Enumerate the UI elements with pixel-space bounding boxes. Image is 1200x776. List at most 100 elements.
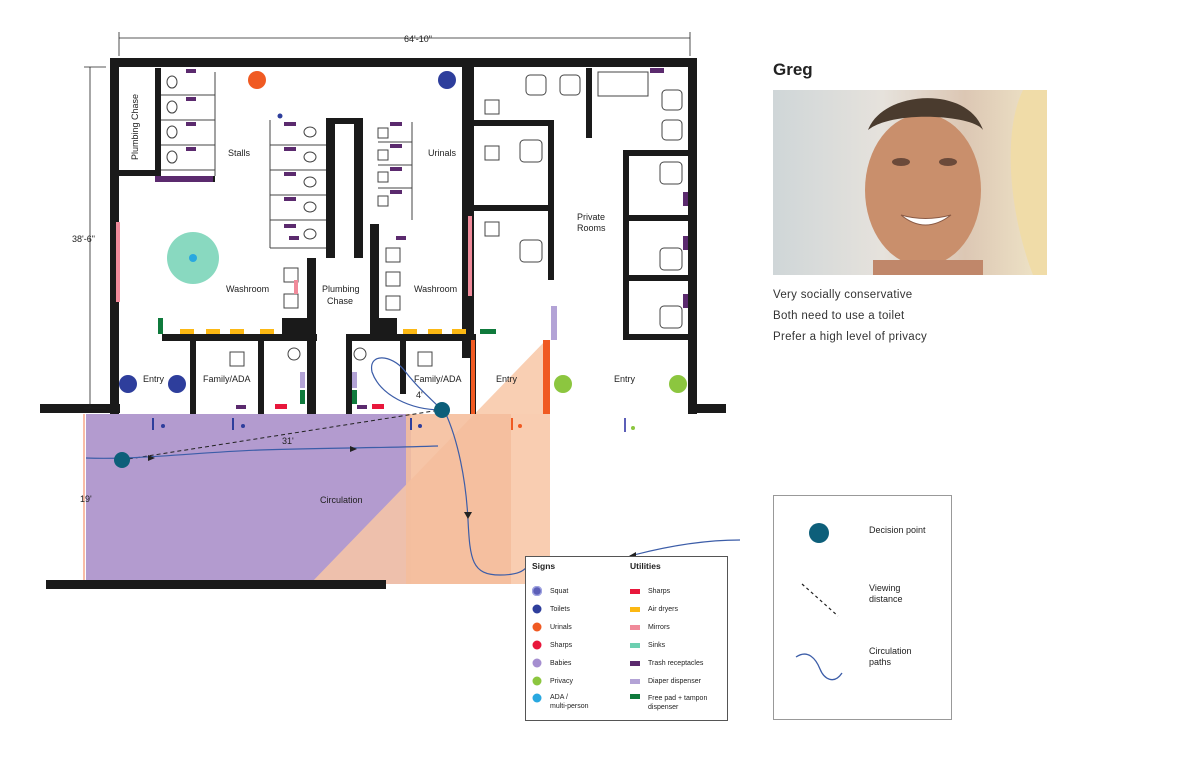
legend-sign-label: Squat xyxy=(550,587,569,595)
room-label-washroom-left: Washroom xyxy=(226,284,269,294)
legend-utilities-title: Utilities xyxy=(630,561,661,571)
wall-private-v3 xyxy=(623,150,629,340)
decision-point-2 xyxy=(434,402,450,418)
legend-sign-label: Urinals xyxy=(550,623,572,631)
legend-sign-urinals: Urinals xyxy=(532,622,572,632)
legend-sign-label: Privacy xyxy=(550,677,573,685)
persona-note: Very socially conservative xyxy=(773,289,913,301)
room-label-urinals: Urinals xyxy=(428,148,457,158)
wall-mid-right xyxy=(370,224,379,334)
sharps xyxy=(275,404,384,409)
circulation-path-far xyxy=(629,539,741,557)
legend-sign-ada: ADA /multi-person xyxy=(532,693,589,711)
wall-family2-div xyxy=(400,334,406,394)
legend-utility-diaper: Diaper dispenser xyxy=(630,678,701,685)
persona-note: Both need to use a toilet xyxy=(773,310,905,322)
persona-photo xyxy=(773,90,1047,275)
stalls-left xyxy=(161,72,216,176)
private-room-fixtures xyxy=(519,71,683,329)
key-circulation-paths: Circulation paths xyxy=(869,646,912,668)
corridor-sign-markers xyxy=(152,418,635,432)
persona-notes: Very socially conservative Both need to … xyxy=(773,289,1053,343)
entry-zone-inner xyxy=(406,414,511,584)
legend-sign-label: Sharps xyxy=(550,641,573,649)
wall-washroom-left-bottom xyxy=(162,334,317,341)
legend-utility-label: Sinks xyxy=(648,642,666,649)
persona-note: Prefer a high level of privacy xyxy=(773,331,928,343)
wall-chase-right xyxy=(354,118,363,258)
wall-chase-left-room xyxy=(155,68,161,180)
signs-utilities-legend: Signs Utilities Squat Toilets Urinals Sh… xyxy=(525,556,728,721)
viewing-distance-label-short: 4' xyxy=(416,390,423,400)
trash-receptacles-left xyxy=(186,69,196,151)
privacy-sign-1 xyxy=(554,375,572,393)
viewing-distance-label: 31' xyxy=(282,436,294,446)
wall-chase-bottom xyxy=(119,170,155,176)
key-viewing-distance: Viewing distance xyxy=(869,583,903,605)
room-label-family-ada-1: Family/ADA xyxy=(203,374,251,384)
wall-private-v2 xyxy=(586,68,592,138)
arrow-2 xyxy=(350,446,357,452)
circulation-path-exit xyxy=(444,411,529,576)
toilets-sign-top xyxy=(438,71,456,89)
wall-chase-left xyxy=(326,118,335,258)
legend-sign-label-2: multi-person xyxy=(550,703,589,710)
outer-wall-top xyxy=(110,58,696,67)
wall-private-h6 xyxy=(623,334,689,340)
legend-utility-label: Air dryers xyxy=(648,606,678,613)
wall-urinals-right xyxy=(462,58,474,358)
room-label-stalls: Stalls xyxy=(228,148,251,158)
persona-card: Greg Very socially conservative Both nee… xyxy=(773,60,1053,352)
key-circ-line-2: paths xyxy=(869,657,892,667)
outer-wall-right xyxy=(688,58,697,414)
legend-sign-toilets: Toilets xyxy=(532,604,570,614)
wall-private-h3 xyxy=(623,150,689,156)
outer-wall-left xyxy=(110,58,119,414)
legend-utility-label: Mirrors xyxy=(648,624,670,631)
wall-private-h4 xyxy=(623,215,689,221)
legend-utility-trash: Trash receptacles xyxy=(630,660,703,667)
wall-family1-div xyxy=(258,334,264,414)
legend-sign-babies: Babies xyxy=(532,658,571,668)
circulation-path-loop xyxy=(371,357,443,411)
ada-sign xyxy=(189,254,197,262)
room-label-entry-1: Entry xyxy=(143,374,165,384)
key-circ-line-1: Circulation xyxy=(869,646,912,656)
legend-sign-squat: Squat xyxy=(532,586,568,596)
urinals-sign xyxy=(248,71,266,89)
corridor-wall-right xyxy=(690,404,726,413)
dim-circ-height: 19' xyxy=(80,494,92,504)
privacy-sign-2 xyxy=(669,375,687,393)
legend-utility-mirrors: Mirrors xyxy=(630,624,670,631)
wall-block-2 xyxy=(371,318,397,336)
wall-chase-top xyxy=(326,118,363,124)
legend-utility-sinks: Sinks xyxy=(630,642,665,649)
circulation-path-main xyxy=(85,445,439,459)
legend-sign-label: Toilets xyxy=(550,605,570,613)
viewing-distance-icon xyxy=(801,583,839,617)
persona-name: Greg xyxy=(773,60,813,79)
legend-utility-sharps: Sharps xyxy=(630,588,670,595)
stalls-mid xyxy=(269,120,326,249)
dim-width: 64'-10" xyxy=(404,34,432,44)
legend-utility-label: Free pad + tampon xyxy=(648,695,708,702)
key-viewing-line-1: Viewing xyxy=(869,583,901,593)
key-viewing-line-2: distance xyxy=(869,594,903,604)
legend-utility-label: Trash receptacles xyxy=(648,660,704,667)
entry-wall-marker-2 xyxy=(471,340,475,414)
room-label-family-ada-2: Family/ADA xyxy=(414,374,462,384)
legend-signs-title: Signs xyxy=(532,561,556,571)
toilets-sign-entry1b xyxy=(168,375,186,393)
sinks xyxy=(229,99,500,367)
wall-block-1 xyxy=(282,318,308,336)
circulation-path-icon xyxy=(795,653,843,681)
corridor-wall-left xyxy=(40,404,120,413)
air-dryers xyxy=(180,329,466,334)
decision-point-1 xyxy=(114,452,130,468)
legend-utility-air-dryers: Air dryers xyxy=(630,606,678,613)
legend-sign-label: Babies xyxy=(550,659,572,667)
trash-receptacles-mid xyxy=(284,122,296,228)
portrait-illustration xyxy=(865,90,1047,275)
wall-washroom-right-bottom xyxy=(350,334,470,341)
trash-receptacles-urinals xyxy=(155,68,688,409)
